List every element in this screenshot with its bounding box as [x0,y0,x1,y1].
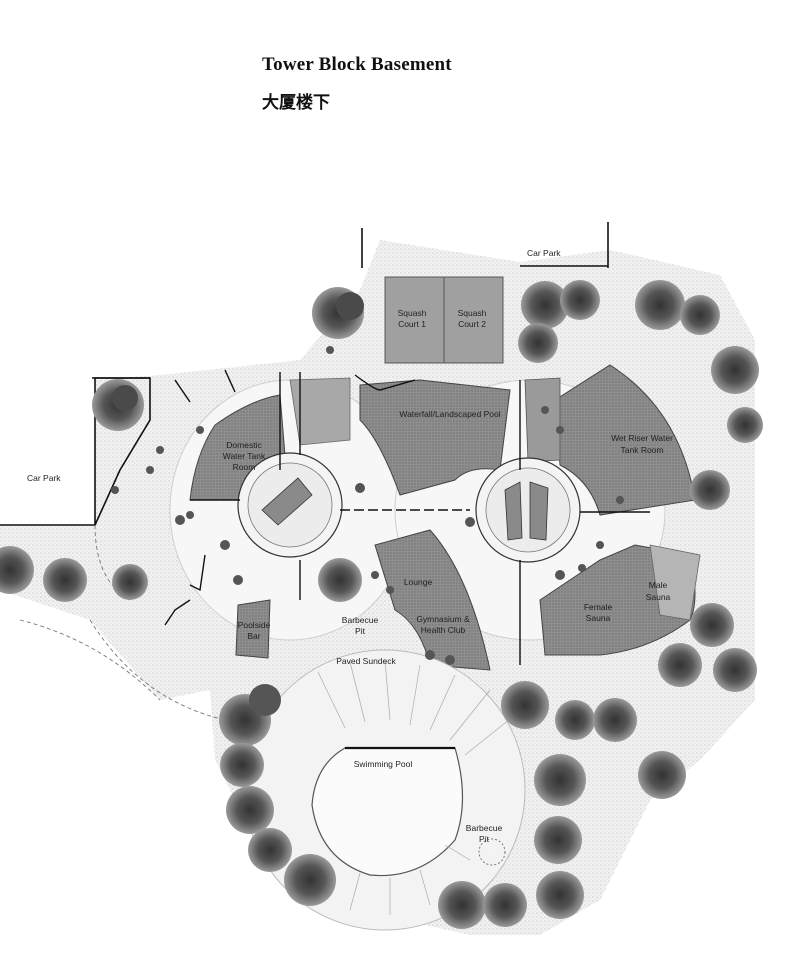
poolside-bar [235,599,271,659]
label-wet-riser-line1: Wet Riser Water [611,433,673,443]
label-car-park-top: Car Park [527,248,561,258]
label-gymnasium-line1: Gymnasium & [416,614,470,624]
shrubs [111,346,624,665]
tree [638,751,686,799]
tree [713,648,757,692]
label-car-park-left: Car Park [27,473,61,483]
sauna-block [539,544,701,656]
tree [536,871,584,919]
walls [164,369,650,665]
label-female-sauna-line1: Female [584,602,613,612]
label-waterfall-pool: Waterfall/Landscaped Pool [399,409,500,419]
tree [593,698,637,742]
label-squash-court-2-line1: Squash [458,308,487,318]
squash-courts [384,276,504,364]
tree [555,700,595,740]
tree [318,558,362,602]
label-male-sauna-line1: Male [649,580,668,590]
plan-labels: Car Park Car Park Squash Court 1 Squash … [27,248,673,844]
tree [635,280,685,330]
label-lounge: Lounge [404,577,433,587]
label-barbecue-pit-2-line1: Barbecue [466,823,503,833]
label-domestic-tank-line2: Water Tank [223,451,266,461]
label-domestic-tank-line1: Domestic [226,440,262,450]
tree [336,292,364,320]
tree [284,854,336,906]
tree [501,681,549,729]
tree [521,281,569,329]
gymnasium-lounge [374,529,491,671]
label-poolside-bar-line1: Poolside [238,620,271,630]
wet-riser-room [524,364,696,516]
page-title: Tower Block Basement [262,54,452,75]
tree [658,643,702,687]
tree [518,323,558,363]
barbecue-pit-marker [478,838,506,866]
label-wet-riser-line2: Tank Room [621,445,664,455]
tower-core-left [237,452,343,558]
swimming-pool-area [244,649,526,931]
label-barbecue-pit-1-line1: Barbecue [342,615,379,625]
tree [680,295,720,335]
tree [690,603,734,647]
tree [438,881,486,929]
label-barbecue-pit-1-line2: Pit [355,626,366,636]
label-male-sauna-line2: Sauna [646,592,671,602]
page-subtitle: 大厦楼下 [262,93,330,113]
tree [534,754,586,806]
tree [220,743,264,787]
tree [560,280,600,320]
label-squash-court-1-line1: Squash [398,308,427,318]
label-swimming-pool: Swimming Pool [354,759,413,769]
tree [112,564,148,600]
label-domestic-tank-line3: Room [233,462,256,472]
trees [0,280,763,929]
tree [690,470,730,510]
label-squash-court-1-line2: Court 1 [398,319,426,329]
tree [483,883,527,927]
tree [112,385,138,411]
label-squash-court-2-line2: Court 2 [458,319,486,329]
label-gymnasium-line2: Health Club [421,625,466,635]
tree [43,558,87,602]
tree [226,786,274,834]
label-barbecue-pit-2-line2: Pit [479,834,490,844]
tree [0,546,34,594]
tower-core-right [475,457,581,563]
tree [727,407,763,443]
tree [711,346,759,394]
tree [534,816,582,864]
tree [249,684,281,716]
tree [248,828,292,872]
label-paved-sundeck: Paved Sundeck [336,656,396,666]
label-female-sauna-line2: Sauna [586,613,611,623]
sundeck-lines [317,659,516,915]
label-poolside-bar-line2: Bar [247,631,260,641]
